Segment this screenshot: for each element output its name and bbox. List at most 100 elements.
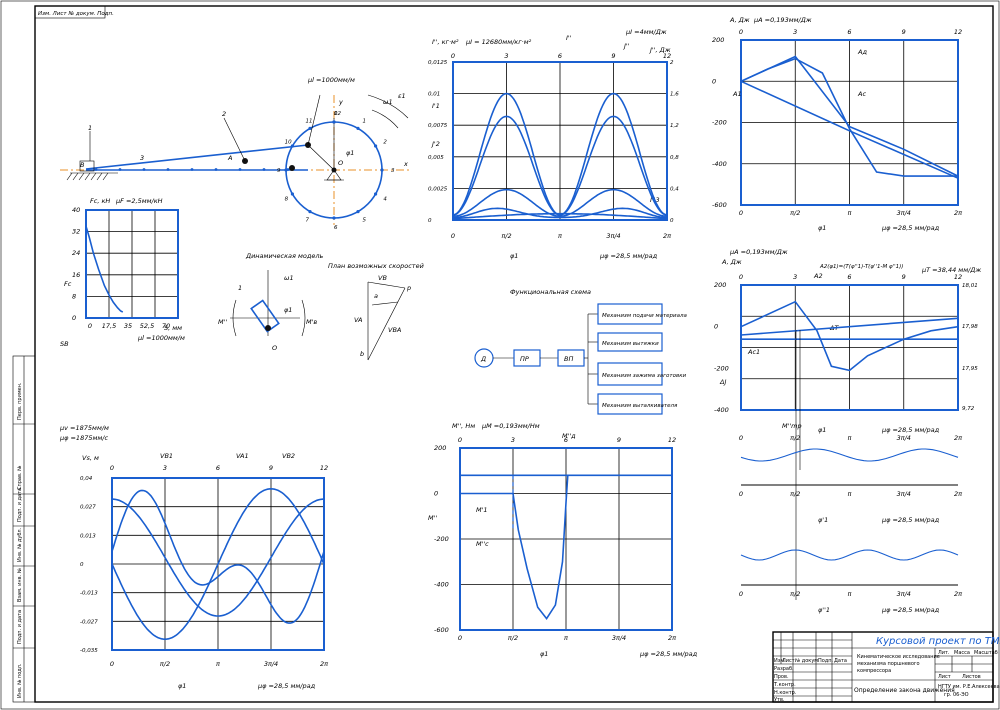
mom-x-bottom-tick: π/2 — [508, 634, 518, 642]
crank-point — [332, 120, 336, 124]
vel-title-1: μv =1875мм/м — [59, 424, 109, 432]
crank-point — [290, 144, 294, 148]
vp-label-vb: VB — [378, 274, 387, 282]
an-series-label: J'2 — [430, 140, 440, 148]
work-x-bottom-tick: 3π/4 — [897, 209, 911, 217]
dm-label-1: 1 — [238, 284, 242, 292]
strip-label-1: Перв. примен. — [17, 382, 23, 420]
crank-point-label: 0 — [334, 111, 338, 117]
an-series-2 — [452, 188, 668, 218]
force-x-tick: 52,5 — [140, 322, 154, 330]
vp-label-vba: VBA — [388, 326, 401, 334]
en-x-bottom-tick: 0 — [739, 434, 743, 442]
en-label: Ac1 — [747, 348, 760, 356]
block-feed — [597, 303, 663, 325]
slider-point — [238, 168, 242, 171]
vp-label-b: b — [360, 350, 364, 358]
epsilon-curve — [740, 549, 959, 561]
stage-h3: Масштаб — [974, 650, 998, 656]
work-xscale: μφ =28,5 мм/рад — [881, 224, 940, 232]
dynamic-model-title: Динамическая модель — [245, 252, 323, 260]
title-block: Курсовой проект по ТММ Кинематическое ис… — [772, 631, 1000, 703]
vel-series-label: VA1 — [236, 452, 249, 460]
tb-h1: Изм. — [774, 658, 786, 664]
en-series-0 — [740, 300, 959, 372]
block-eject — [597, 393, 663, 415]
vel-y-tick: -0,027 — [80, 619, 98, 625]
tb-row-3: Т.контр. — [773, 682, 796, 688]
an-x-bottom-tick: π — [558, 232, 562, 240]
slider-point — [142, 168, 146, 171]
engine-label: Д — [480, 355, 486, 363]
vel-series-label: VB2 — [282, 452, 295, 460]
an-y2-tick: 1,2 — [670, 123, 679, 129]
work-x-bottom-tick: 2π — [954, 209, 962, 217]
vel-y-tick: 0,013 — [80, 533, 96, 539]
tb-h2: Лист — [782, 658, 795, 664]
mom-x-top-tick: 9 — [617, 436, 621, 444]
en-right-tick: 9,72 — [962, 406, 975, 412]
stage-h2: Масса — [954, 650, 970, 656]
strip-label-2: Справ. № — [17, 465, 23, 490]
work-series-label: Aс — [857, 90, 866, 98]
strip-label-3: Подп. и дата — [17, 488, 23, 522]
slider-point — [262, 168, 266, 171]
block-clamp — [597, 362, 663, 386]
crank-point — [308, 126, 312, 130]
tb-row-4: Н.контр. — [774, 690, 797, 696]
force-y-tick: 32 — [72, 228, 80, 236]
crank-point — [380, 168, 384, 172]
mom-x-top-tick: 0 — [458, 436, 462, 444]
left-strip: Перв. примен. Справ. № Подп. и дата Инв.… — [12, 355, 36, 703]
dm-label-o: O — [272, 344, 277, 352]
mom-xlabel: φ1 — [540, 650, 548, 658]
sheet-label: Лист — [938, 674, 951, 680]
mechanism-scale: μl =1000мм/м — [307, 76, 355, 84]
mom-series-0 — [460, 475, 569, 620]
crank-point-label: 12 — [334, 111, 341, 117]
eps-label: φ''1 — [818, 606, 830, 614]
en-x-top-tick: 6 — [847, 273, 851, 281]
mom-x-top-tick: 3 — [511, 436, 515, 444]
crank-point-label: 11 — [306, 119, 313, 125]
an-y2-tick: 0,8 — [670, 155, 679, 161]
en-series-1 — [740, 317, 959, 336]
dm-label-omega: ω1 — [284, 274, 294, 282]
crank-point-label: 5 — [363, 217, 367, 223]
block-feed-label: Механизм подачи материала — [602, 313, 688, 319]
work-title-left: A, Дж — [729, 16, 750, 24]
crank-point-label: 9 — [277, 168, 281, 174]
an-x-top-tick: 9 — [611, 52, 615, 60]
dm-label-m2: M'' — [218, 318, 227, 326]
an-series-label: I'1 — [432, 102, 440, 110]
desc-line-1: Кинематическое исследование — [857, 654, 940, 660]
an-y-tick: 0,0025 — [428, 186, 448, 192]
mom-x-top-tick: 12 — [668, 436, 676, 444]
vel-title-2: μφ =1875мм/с — [59, 434, 108, 442]
slider-point — [166, 168, 170, 171]
an-y-tick: 0 — [428, 218, 432, 224]
an-series-4 — [452, 212, 668, 220]
eps-scale: μφ =28,5 мм/рад — [881, 606, 940, 614]
mechanism-sketch: μl =1000мм/м — [60, 76, 410, 225]
work-y-tick: -600 — [712, 201, 727, 209]
omega-x-tick: 0 — [739, 490, 743, 498]
block-draw-label: Механизм вытяжки — [602, 341, 659, 347]
sheet-title: Определение закона движения — [854, 687, 955, 694]
func-scheme-title: Функциональная схема — [510, 288, 591, 296]
work-series-2 — [740, 80, 959, 179]
eps-x-tick: 3π/4 — [897, 590, 911, 598]
tb-h5: Дата — [834, 658, 847, 664]
an-right-axis: J'', Дж — [648, 46, 671, 54]
mom-title-mid: μM =0,193мм/Нм — [481, 422, 540, 430]
crank-point-label: 3 — [391, 168, 395, 174]
crank-point — [374, 192, 378, 196]
mom-y-tick: -200 — [434, 535, 449, 543]
vel-y-tick: 0,027 — [80, 505, 96, 511]
en-xlabel: φ1 — [818, 426, 826, 434]
an-x-bottom-tick: 0 — [451, 232, 455, 240]
vel-xlabel: φ1 — [178, 682, 186, 690]
